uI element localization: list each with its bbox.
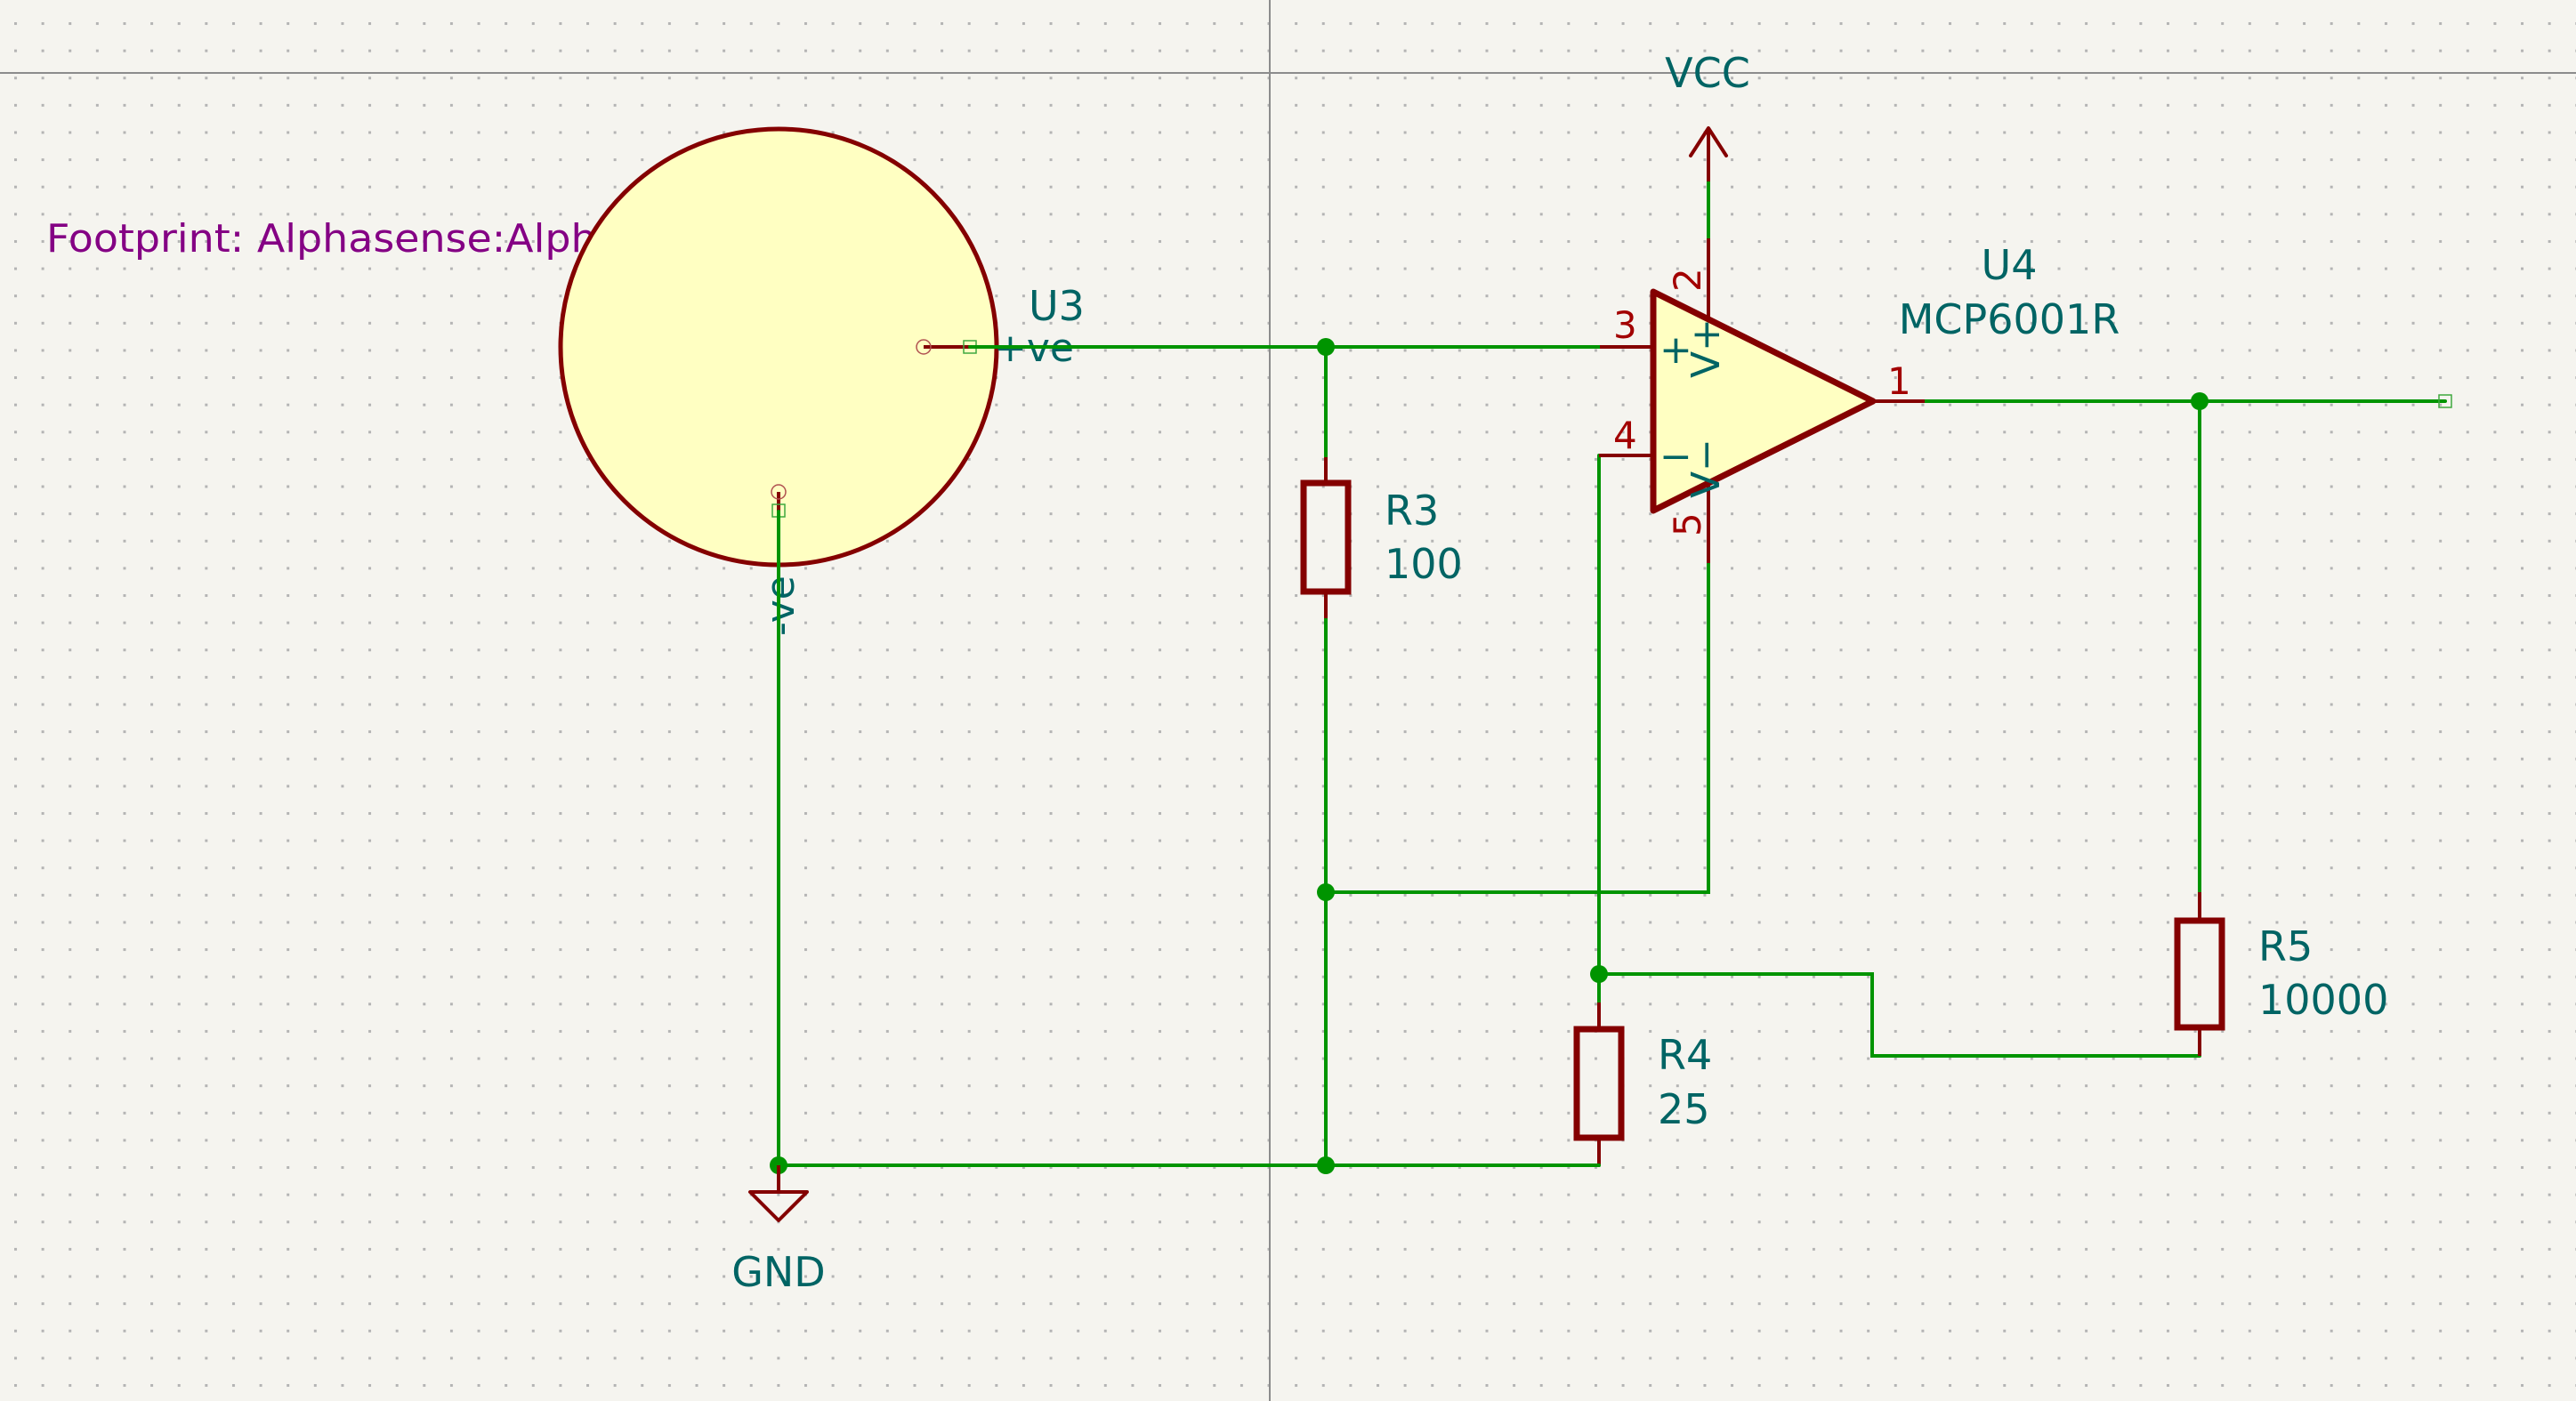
u3-pin-negative-label: -ve: [758, 576, 803, 636]
vcc-symbol[interactable]: VCC: [1665, 49, 1750, 181]
r3-value: 100: [1385, 540, 1463, 588]
junction-output: [2191, 392, 2209, 410]
wire-feedback[interactable]: [1597, 972, 2201, 1058]
u4-pin-number-vplus: 2: [1666, 268, 1709, 292]
output-wire-end-anchor: [2438, 394, 2452, 408]
r5-value: 10000: [2258, 976, 2388, 1024]
vcc-arrow-icon: [1689, 126, 1728, 157]
u4-opamp[interactable]: 3 4 1 2 5 + − V+ V− U4 MCP6001R: [1599, 238, 2120, 563]
r5-body[interactable]: [2174, 917, 2225, 1031]
u4-pin-number-out: 1: [1887, 359, 1911, 403]
u4-pin-number-vminus: 5: [1666, 512, 1709, 536]
r5-resistor[interactable]: R5 10000: [2174, 892, 2388, 1056]
gnd-triangle-icon: [748, 1190, 809, 1222]
u4-vminus-label: V−: [1684, 439, 1729, 498]
gnd-label: GND: [731, 1248, 825, 1296]
junction-r4-feedback: [1590, 965, 1608, 983]
gnd-symbol[interactable]: GND: [731, 1165, 826, 1296]
u3-pin-negative-anchor: [771, 484, 787, 500]
u4-vplus-label: V+: [1684, 318, 1729, 378]
r4-value: 25: [1658, 1085, 1710, 1133]
u4-in-minus-symbol: −: [1659, 434, 1692, 479]
r4-resistor[interactable]: R4 25: [1573, 1002, 1712, 1165]
u3-pin-positive-anchor: [916, 339, 932, 355]
u4-body[interactable]: [1650, 288, 1877, 514]
u4-value: MCP6001R: [1899, 295, 2120, 343]
wire-vminus-to-r3[interactable]: [1324, 561, 1710, 894]
junction-r3-top: [1317, 338, 1335, 356]
u3-reference: U3: [1029, 282, 1085, 330]
r5-reference: R5: [2258, 922, 2313, 970]
vcc-label: VCC: [1665, 49, 1750, 97]
r3-body[interactable]: [1300, 479, 1352, 595]
r3-reference: R3: [1385, 487, 1439, 535]
u3-sensor[interactable]: U3 +ve -ve: [558, 126, 1085, 636]
u4-reference: U4: [1982, 241, 2038, 289]
r3-resistor[interactable]: R3 100: [1300, 457, 1463, 618]
r4-reference: R4: [1658, 1031, 1712, 1079]
junction-r3-vminus: [1317, 883, 1335, 901]
junctions: [770, 338, 2209, 1174]
r4-body[interactable]: [1573, 1026, 1625, 1141]
u4-pin-number-in-plus: 3: [1613, 303, 1637, 347]
u4-in-plus-symbol: +: [1659, 327, 1692, 373]
u4-pin-number-in-minus: 4: [1613, 414, 1637, 457]
